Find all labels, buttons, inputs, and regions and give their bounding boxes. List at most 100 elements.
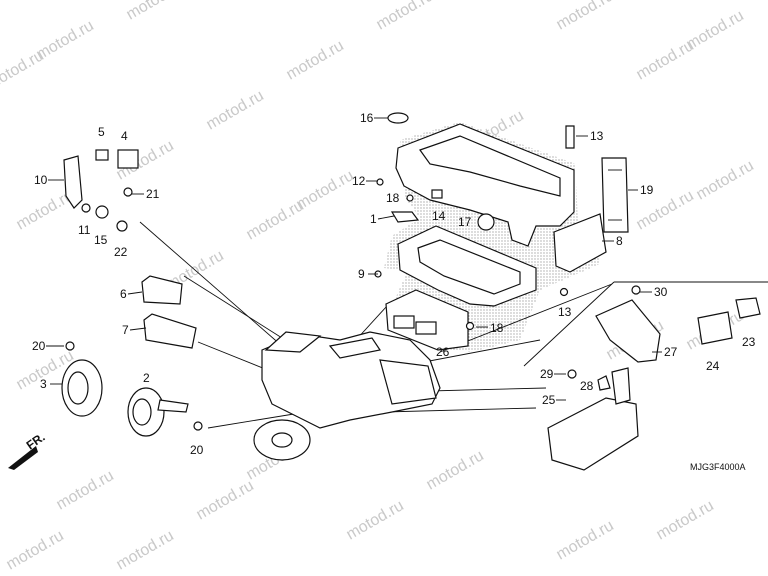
stay-27 xyxy=(595,299,661,363)
watermark-text: motod.ru xyxy=(424,447,487,493)
regulator-group xyxy=(547,285,761,471)
lower-tray-inner xyxy=(417,239,521,295)
fuse-cover-7 xyxy=(143,313,197,349)
clip-part xyxy=(387,112,409,124)
callout-29: 29 xyxy=(540,367,554,381)
fuse-box-6 xyxy=(141,275,183,305)
callout-26: 26 xyxy=(436,345,450,359)
callout-4: 4 xyxy=(121,129,128,143)
horn-group xyxy=(61,341,203,437)
direction-label: FR. xyxy=(24,430,48,453)
ecu-connector xyxy=(393,315,415,329)
control-module xyxy=(553,213,607,273)
bolt-13b xyxy=(559,287,569,297)
small-clip xyxy=(390,211,420,223)
bolt-30 xyxy=(631,285,641,295)
callout-11: 11 xyxy=(78,223,91,237)
fuse-box-group xyxy=(141,275,197,349)
watermark-text: motod.ru xyxy=(284,37,347,83)
relay-bracket xyxy=(63,155,83,209)
horn-bracket xyxy=(157,399,189,413)
callout-23: 23 xyxy=(742,335,756,349)
relay-bracket-group xyxy=(63,149,139,232)
callout-13b: 13 xyxy=(558,305,572,319)
callout-22: 22 xyxy=(114,245,128,259)
watermark-text: motod.ru xyxy=(344,497,407,543)
clip-28 xyxy=(597,375,611,391)
watermark-text: motod.ru xyxy=(124,0,187,23)
motorcycle-outline xyxy=(253,331,441,461)
upper-bracket-rib xyxy=(419,135,561,197)
bolt-20a xyxy=(65,341,75,351)
grommet xyxy=(477,213,495,231)
washer-11 xyxy=(81,203,91,213)
front-direction-arrow: FR. xyxy=(8,430,48,470)
watermark-text: motod.ru xyxy=(294,167,357,213)
front-wheel-hub xyxy=(271,432,293,448)
regulator-25 xyxy=(547,397,639,471)
callout-24: 24 xyxy=(706,359,720,373)
callout-6: 6 xyxy=(120,287,127,301)
callout-16: 16 xyxy=(360,111,374,125)
callout-19: 19 xyxy=(640,183,654,197)
callout-17: 17 xyxy=(458,215,472,229)
callout-18b: 18 xyxy=(490,321,504,335)
regulator-wire xyxy=(611,367,631,405)
small-block xyxy=(431,189,443,199)
bolt-20b xyxy=(193,421,203,431)
callout-2: 2 xyxy=(143,371,150,385)
callout-20b: 20 xyxy=(190,443,204,457)
callout-28: 28 xyxy=(580,379,594,393)
callout-8: 8 xyxy=(616,234,623,248)
cover-23 xyxy=(735,297,761,319)
relay-cover-5 xyxy=(95,149,109,161)
relay-4 xyxy=(117,149,139,169)
callout-20a: 20 xyxy=(32,339,46,353)
horn-2-face xyxy=(132,398,152,426)
callout-18a: 18 xyxy=(386,191,400,205)
callout-labels: 1 2 3 4 5 6 7 8 9 10 11 12 13 13 14 15 1… xyxy=(32,111,756,457)
ecu-unit xyxy=(385,289,469,351)
horn-3-face xyxy=(67,371,89,405)
bracket-bolt xyxy=(565,125,575,149)
callout-15: 15 xyxy=(94,233,108,247)
callout-9: 9 xyxy=(358,267,365,281)
callout-1: 1 xyxy=(370,212,377,226)
callout-13a: 13 xyxy=(590,129,604,143)
relay-24 xyxy=(697,311,733,345)
bolt-21 xyxy=(123,187,133,197)
callout-5: 5 xyxy=(98,125,105,139)
mount-hook xyxy=(376,178,384,186)
watermark-text: motod.ru xyxy=(204,87,267,133)
callout-27: 27 xyxy=(664,345,678,359)
seat xyxy=(328,337,381,359)
callout-25: 25 xyxy=(542,393,556,407)
bolt-18 xyxy=(406,194,414,202)
watermark-text: motod.ru xyxy=(194,477,257,523)
watermark-text: motod.ru xyxy=(554,0,617,33)
watermark-text: motod.ru xyxy=(554,517,617,563)
electrical-bracket-assembly xyxy=(374,112,629,352)
washer-15 xyxy=(95,205,109,219)
callout-10: 10 xyxy=(34,173,48,187)
watermark-text: motod.ru xyxy=(34,17,97,63)
saddlebag xyxy=(379,359,437,405)
watermark-text: motod.ru xyxy=(694,157,757,203)
diagram-code: MJG3F4000A xyxy=(690,462,746,472)
watermark-text: motod.ru xyxy=(654,497,717,543)
callout-3: 3 xyxy=(40,377,47,391)
callout-12: 12 xyxy=(352,174,366,188)
band-strap xyxy=(601,157,629,233)
watermark-text: motod.ru xyxy=(54,467,117,513)
watermark-text: motod.ru xyxy=(4,527,67,573)
callout-7: 7 xyxy=(122,323,129,337)
watermark-text: motod.ru xyxy=(684,7,747,53)
callout-21: 21 xyxy=(146,187,160,201)
watermark-text: motod.ru xyxy=(114,527,177,573)
windscreen xyxy=(264,331,322,353)
bolt-29 xyxy=(567,369,577,379)
bolt-22 xyxy=(116,220,128,232)
callout-14: 14 xyxy=(432,209,446,223)
